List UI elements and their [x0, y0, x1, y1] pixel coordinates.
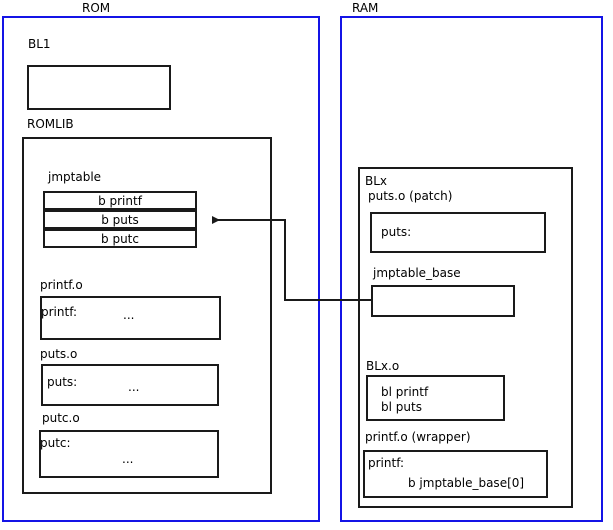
blx-o-line-1: bl printf	[381, 385, 429, 399]
jmptable-entry-puts: b puts	[43, 210, 197, 229]
puts-o-label: puts.o	[40, 347, 78, 361]
blx-o-line-2: bl puts	[381, 400, 422, 414]
printf-wrapper-instruction: b jmptable_base[0]	[408, 476, 525, 490]
putc-o-box	[39, 430, 219, 478]
puts-patch-label: puts.o (patch)	[368, 189, 453, 203]
blx-o-label: BLx.o	[366, 359, 400, 373]
jmptable-label: jmptable	[48, 170, 102, 184]
printf-o-symbol: printf:	[41, 305, 78, 319]
putc-o-label: putc.o	[42, 411, 80, 425]
rom-region-label: ROM	[82, 1, 111, 15]
jmptable-base-box	[371, 285, 515, 317]
bl1-box	[27, 65, 171, 110]
printf-o-label: printf.o	[40, 278, 83, 292]
putc-o-symbol: putc:	[40, 436, 71, 450]
blx-box	[358, 167, 573, 508]
puts-o-body: ...	[128, 380, 140, 394]
printf-wrapper-label: printf.o (wrapper)	[365, 430, 471, 444]
puts-patch-box	[370, 212, 546, 253]
puts-o-box	[41, 364, 219, 406]
ram-region-label: RAM	[352, 1, 379, 15]
puts-o-symbol: puts:	[47, 375, 78, 389]
putc-o-body: ...	[122, 452, 134, 466]
printf-wrapper-symbol: printf:	[368, 456, 405, 470]
printf-o-box	[40, 296, 221, 340]
romlib-label: ROMLIB	[27, 117, 74, 131]
printf-o-body: ...	[123, 308, 135, 322]
jmptable-base-label: jmptable_base	[373, 266, 461, 280]
jmptable-entry-printf: b printf	[43, 191, 197, 210]
romlib-box	[22, 137, 272, 494]
blx-o-box	[366, 375, 505, 421]
blx-label: BLx	[365, 174, 388, 188]
printf-wrapper-box	[363, 450, 548, 498]
jmptable-entry-putc: b putc	[43, 229, 197, 248]
bl1-label: BL1	[28, 37, 51, 51]
puts-patch-symbol: puts:	[381, 225, 412, 239]
